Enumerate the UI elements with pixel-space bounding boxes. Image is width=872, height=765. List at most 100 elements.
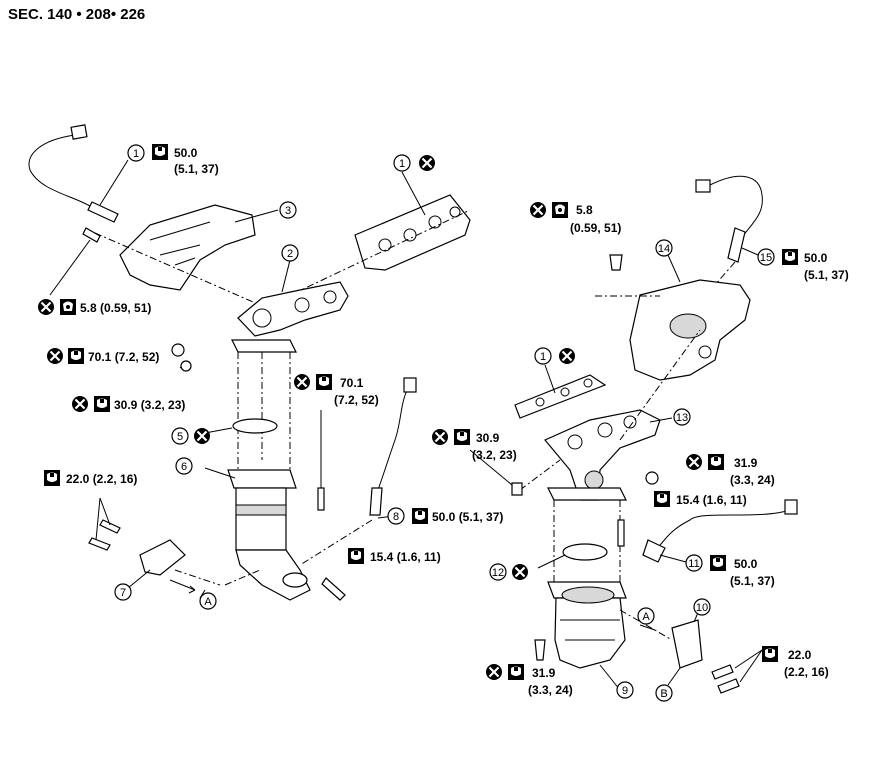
do-not-reuse-icon (417, 153, 437, 173)
torque-wrench-icon (94, 396, 110, 412)
leader-14 (667, 254, 681, 283)
bracket-7 (139, 539, 186, 576)
torque-309: 30.9 (3.2, 23) (114, 398, 185, 412)
flange-right (547, 487, 627, 501)
svg-text:1: 1 (133, 148, 139, 160)
torque-701: 70.1 (7.2, 52) (88, 350, 159, 364)
stud-left (317, 487, 325, 511)
torque-wrench-icon (654, 491, 670, 507)
centerline-shield (94, 232, 261, 306)
torque-wrench-icon (708, 454, 724, 470)
torque-154: 15.4 (1.6, 11) (370, 550, 441, 564)
leader-13 (649, 417, 673, 423)
catalyst-outlet (235, 549, 311, 601)
exhaust-manifold-2 (237, 281, 349, 337)
bolt-7b (88, 537, 111, 551)
bolt-shield-right (609, 254, 623, 271)
torque-wrench-icon (552, 202, 568, 218)
torque-319-imperial: (3.3, 24) (730, 473, 775, 487)
torque-15: 50.0 (804, 251, 828, 265)
torque-11: 50.0 (734, 557, 758, 571)
bracket-10 (671, 619, 703, 669)
callout-4: 1 (127, 144, 145, 162)
do-not-reuse-icon (684, 452, 704, 472)
nut-309-right (511, 482, 523, 496)
catalyst-6-body (235, 487, 287, 551)
torque-wrench-icon (44, 470, 60, 486)
torque-58: 5.8 (576, 203, 593, 217)
catalyst-9 (554, 597, 626, 669)
callout-8: 8 (387, 507, 405, 525)
do-not-reuse-icon (70, 394, 90, 414)
callout-6: 6 (175, 457, 193, 475)
leader-9 (599, 664, 621, 691)
leader-11 (659, 554, 687, 563)
callout-15: 15 (757, 248, 775, 266)
svg-text:3: 3 (285, 205, 291, 217)
leader-15 (741, 247, 759, 256)
svg-text:B: B (660, 688, 667, 700)
torque-4: 50.0 (174, 146, 198, 160)
callout-10: 10 (693, 598, 711, 616)
torque-701-stud-imperial: (7.2, 52) (334, 393, 379, 407)
leader-7 (127, 569, 151, 589)
svg-text:A: A (642, 611, 650, 623)
do-not-reuse-icon (510, 562, 530, 582)
callout-9: 9 (616, 681, 634, 699)
torque-wrench-icon (454, 429, 470, 445)
svg-text:10: 10 (696, 602, 708, 614)
bolt-10b (717, 678, 740, 694)
oxygen-sensor-8 (369, 487, 383, 516)
callout-1-left: 1 (393, 154, 411, 172)
torque-319-lower: 31.9 (532, 666, 556, 680)
torque-154-right: 15.4 (1.6, 11) (676, 493, 747, 507)
do-not-reuse-icon (557, 346, 577, 366)
do-not-reuse-icon (36, 297, 56, 317)
heat-shield-3 (119, 204, 256, 291)
do-not-reuse-icon (45, 346, 65, 366)
centerline-gasket (279, 209, 471, 301)
stud-bottom-left (321, 577, 346, 601)
bolt-10a (711, 664, 734, 680)
callout-ref-a-left: A (199, 592, 217, 610)
leader-6 (204, 467, 236, 479)
leader-1-right (544, 364, 556, 394)
sensor-cable-11 (659, 509, 791, 546)
torque-220-right: 22.0 (788, 648, 812, 662)
callout-12: 12 (489, 563, 507, 581)
svg-text:5: 5 (177, 431, 183, 443)
svg-text:11: 11 (688, 558, 699, 570)
nut-right (645, 471, 659, 485)
svg-text:A: A (204, 596, 212, 608)
sensor-cable-15 (709, 175, 763, 241)
torque-309-right-imperial: (3.2, 23) (472, 448, 517, 462)
svg-text:2: 2 (287, 248, 293, 260)
do-not-reuse-icon (484, 662, 504, 682)
leader-12 (537, 554, 566, 569)
nut-left-2 (180, 360, 192, 372)
torque-wrench-icon (710, 555, 726, 571)
leader-3 (234, 209, 279, 223)
callout-ref-a-right: A (637, 607, 655, 625)
callout-13: 13 (673, 408, 691, 426)
callout-3: 3 (279, 201, 297, 219)
svg-text:12: 12 (492, 567, 504, 579)
sensor-connector-4 (70, 124, 88, 140)
torque-wrench-icon (762, 646, 778, 662)
torque-11-imperial: (5.1, 37) (730, 574, 775, 588)
torque-309-right: 30.9 (476, 431, 500, 445)
torque-220-right-imperial: (2.2, 16) (784, 665, 829, 679)
do-not-reuse-icon (430, 427, 450, 447)
torque-319-lower-imperial: (3.3, 24) (528, 683, 573, 697)
callout-2: 2 (281, 244, 299, 262)
torque-wrench-icon (152, 144, 168, 160)
svg-text:9: 9 (622, 685, 628, 697)
do-not-reuse-icon (192, 426, 212, 446)
do-not-reuse-icon (292, 372, 312, 392)
bolt-catalyst-right (534, 639, 546, 661)
torque-wrench-icon (60, 299, 76, 315)
heat-shield-hole (669, 313, 707, 339)
leader-5 (204, 427, 233, 434)
callout-5: 5 (171, 427, 189, 445)
